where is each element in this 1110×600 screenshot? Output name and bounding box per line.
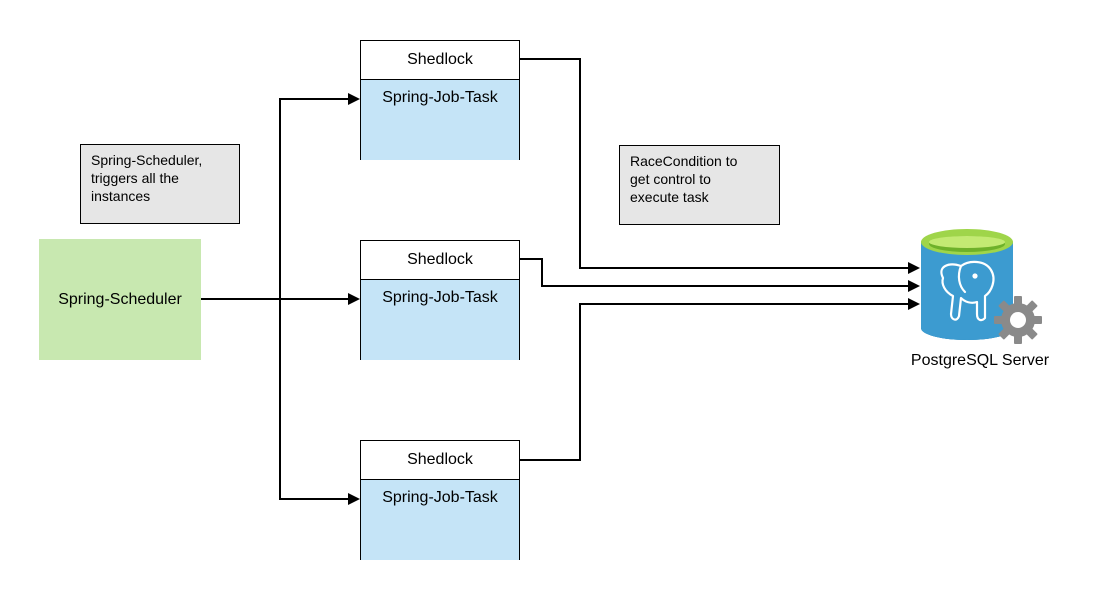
postgresql-elephant-icon <box>921 229 1042 344</box>
shedlock-label: Shedlock <box>361 41 519 80</box>
race-condition-note: RaceCondition to get control to execute … <box>619 145 780 225</box>
spring-job-task-label: Spring-Job-Task <box>361 480 519 560</box>
spring-job-task-label: Spring-Job-Task <box>361 80 519 160</box>
spring-job-task-label: Spring-Job-Task <box>361 280 519 360</box>
spring-scheduler-label: Spring-Scheduler <box>58 290 182 308</box>
arrow-job-3-to-db <box>520 298 920 461</box>
job-instance-2: Shedlock Spring-Job-Task <box>360 240 520 360</box>
shedlock-label: Shedlock <box>361 441 519 480</box>
scheduler-note: Spring-Scheduler, triggers all the insta… <box>80 144 240 224</box>
postgresql-server-label: PostgreSQL Server <box>910 352 1050 369</box>
shedlock-label: Shedlock <box>361 241 519 280</box>
arrow-job-1-to-db <box>520 58 920 274</box>
spring-scheduler-box: Spring-Scheduler <box>39 239 201 360</box>
arrow-scheduler-to-job-3 <box>279 299 360 505</box>
arrow-job-2-to-db <box>520 258 920 292</box>
job-instance-3: Shedlock Spring-Job-Task <box>360 440 520 560</box>
job-instance-1: Shedlock Spring-Job-Task <box>360 40 520 160</box>
arrow-scheduler-to-job-1 <box>279 93 360 299</box>
